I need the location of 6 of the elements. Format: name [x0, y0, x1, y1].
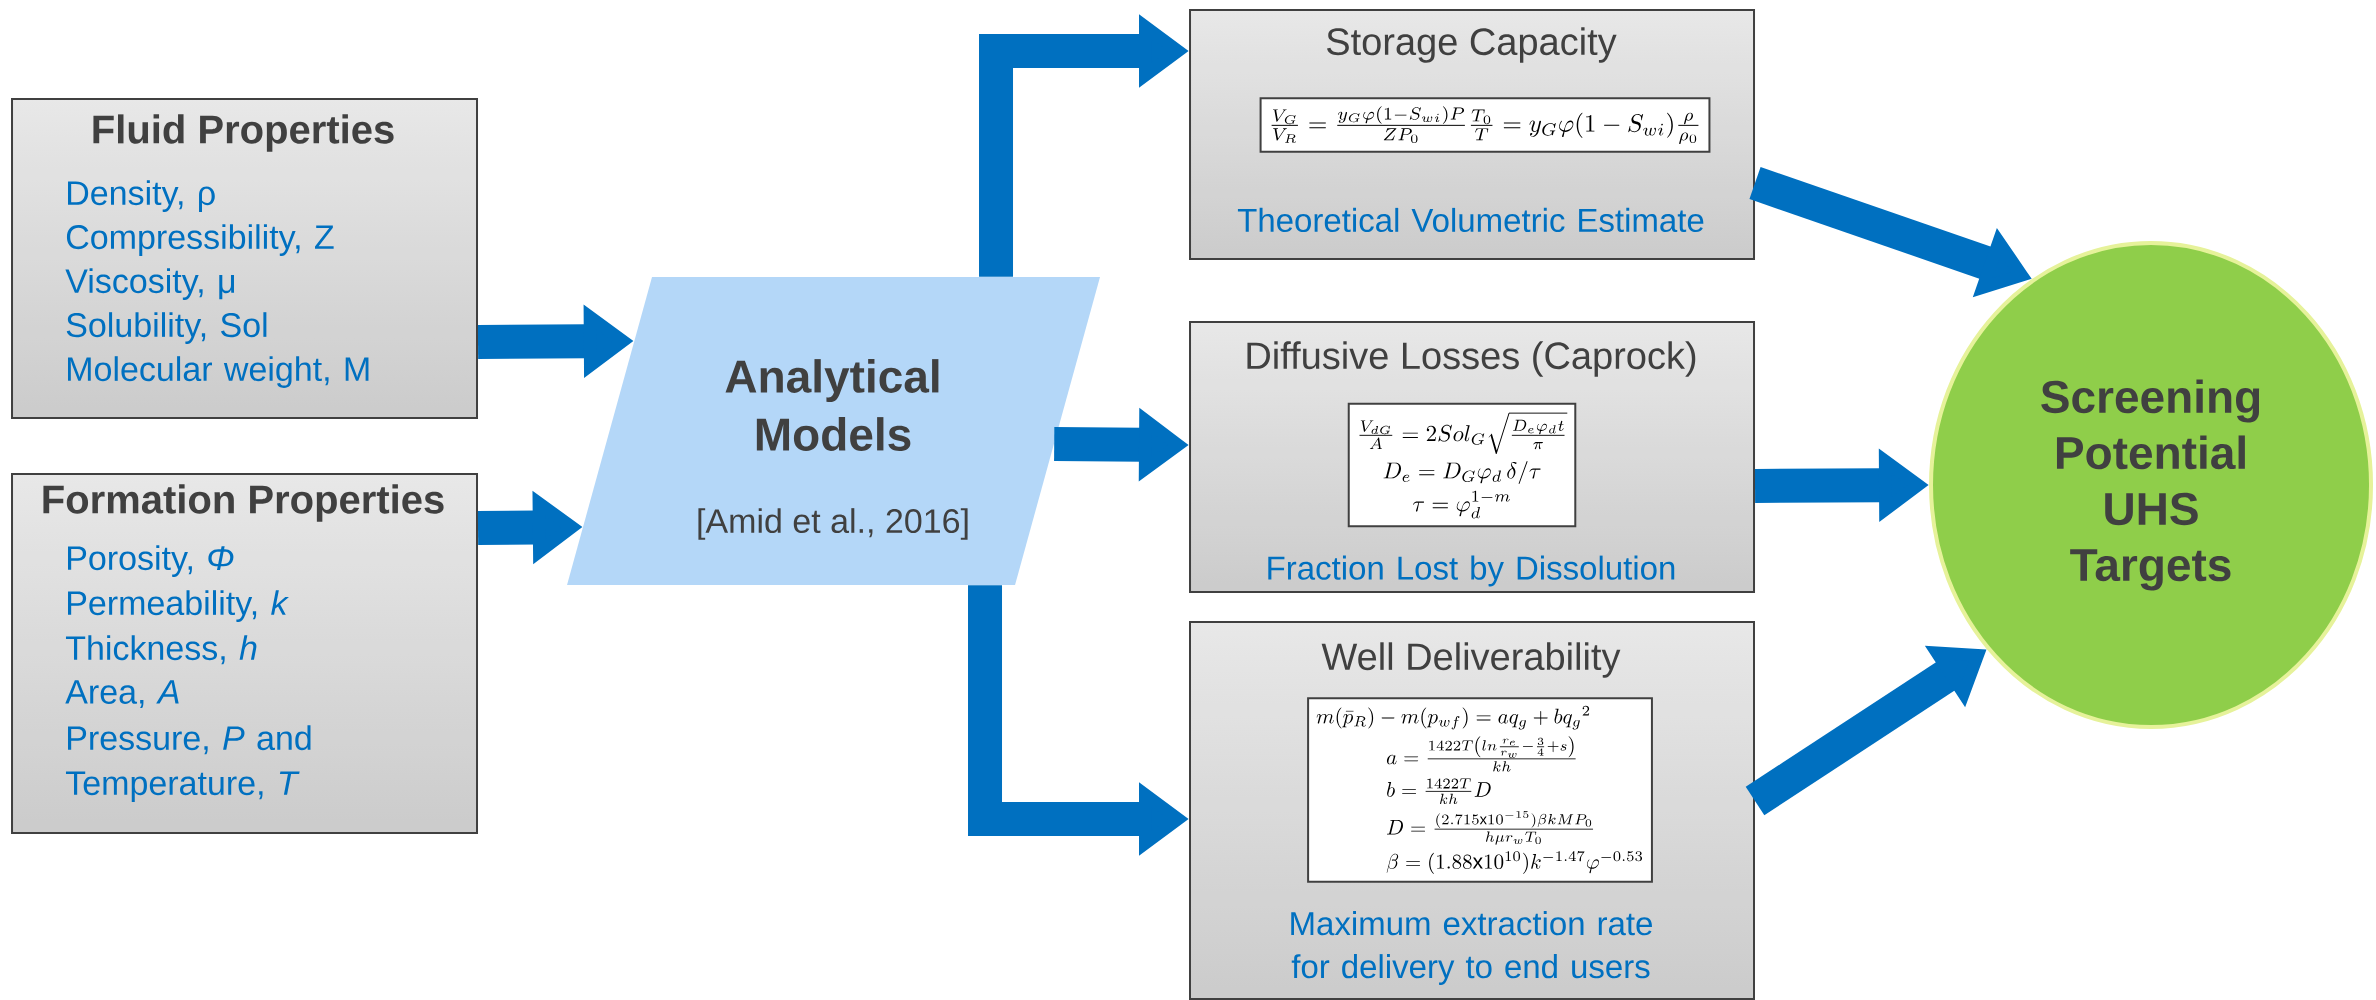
- property-box: Fluid Properties Density, ρ Compressibility, Z Viscosity, μ Solubility, Sol Molecular weight, M: [11, 98, 478, 419]
- formula-box: $m(\bar{p}_R) - m(p_{wf}) = aq_g + b{q_g}^2$ $a = \frac{1422T\left(ln\frac{r_e}{r_w} - \frac{3}{4} + s\right)}{kh}$ $b = \frac{1422T}{kh}D$ $D = \frac{(2.715\mathrm{x}10^{-15})\beta kMP_0}{h\mu r_w T_0}$ $\beta = (1.88\mathrm{x}10^{10})k^{-1.47}\varphi^{-0.53}$: [1307, 697, 1653, 883]
- model-parallelogram: Analytical Models [Amid et al., 2016]: [567, 277, 1100, 585]
- property-box: Formation Properties Porosity, Φ Permeability, k Thickness, h Area, A Pressure, P and Temperature, T: [11, 473, 478, 834]
- formula-box: $\frac{V_G}{V_R} = \frac{y_G\varphi(1-S_{wi})P}{ZP_0}\frac{T_0}{T} = y_G\varphi(1-S_{wi})\frac{\rho}{\rho_0}$: [1259, 97, 1711, 153]
- formula-box: $\frac{V_{dG}}{A} = 2Sol_G\sqrt{\frac{D_e\varphi_d t}{\pi}}$ $D_e = D_G\varphi_d\,\delta/\tau$ $\tau = \varphi_d^{1-m}$: [1347, 402, 1577, 528]
